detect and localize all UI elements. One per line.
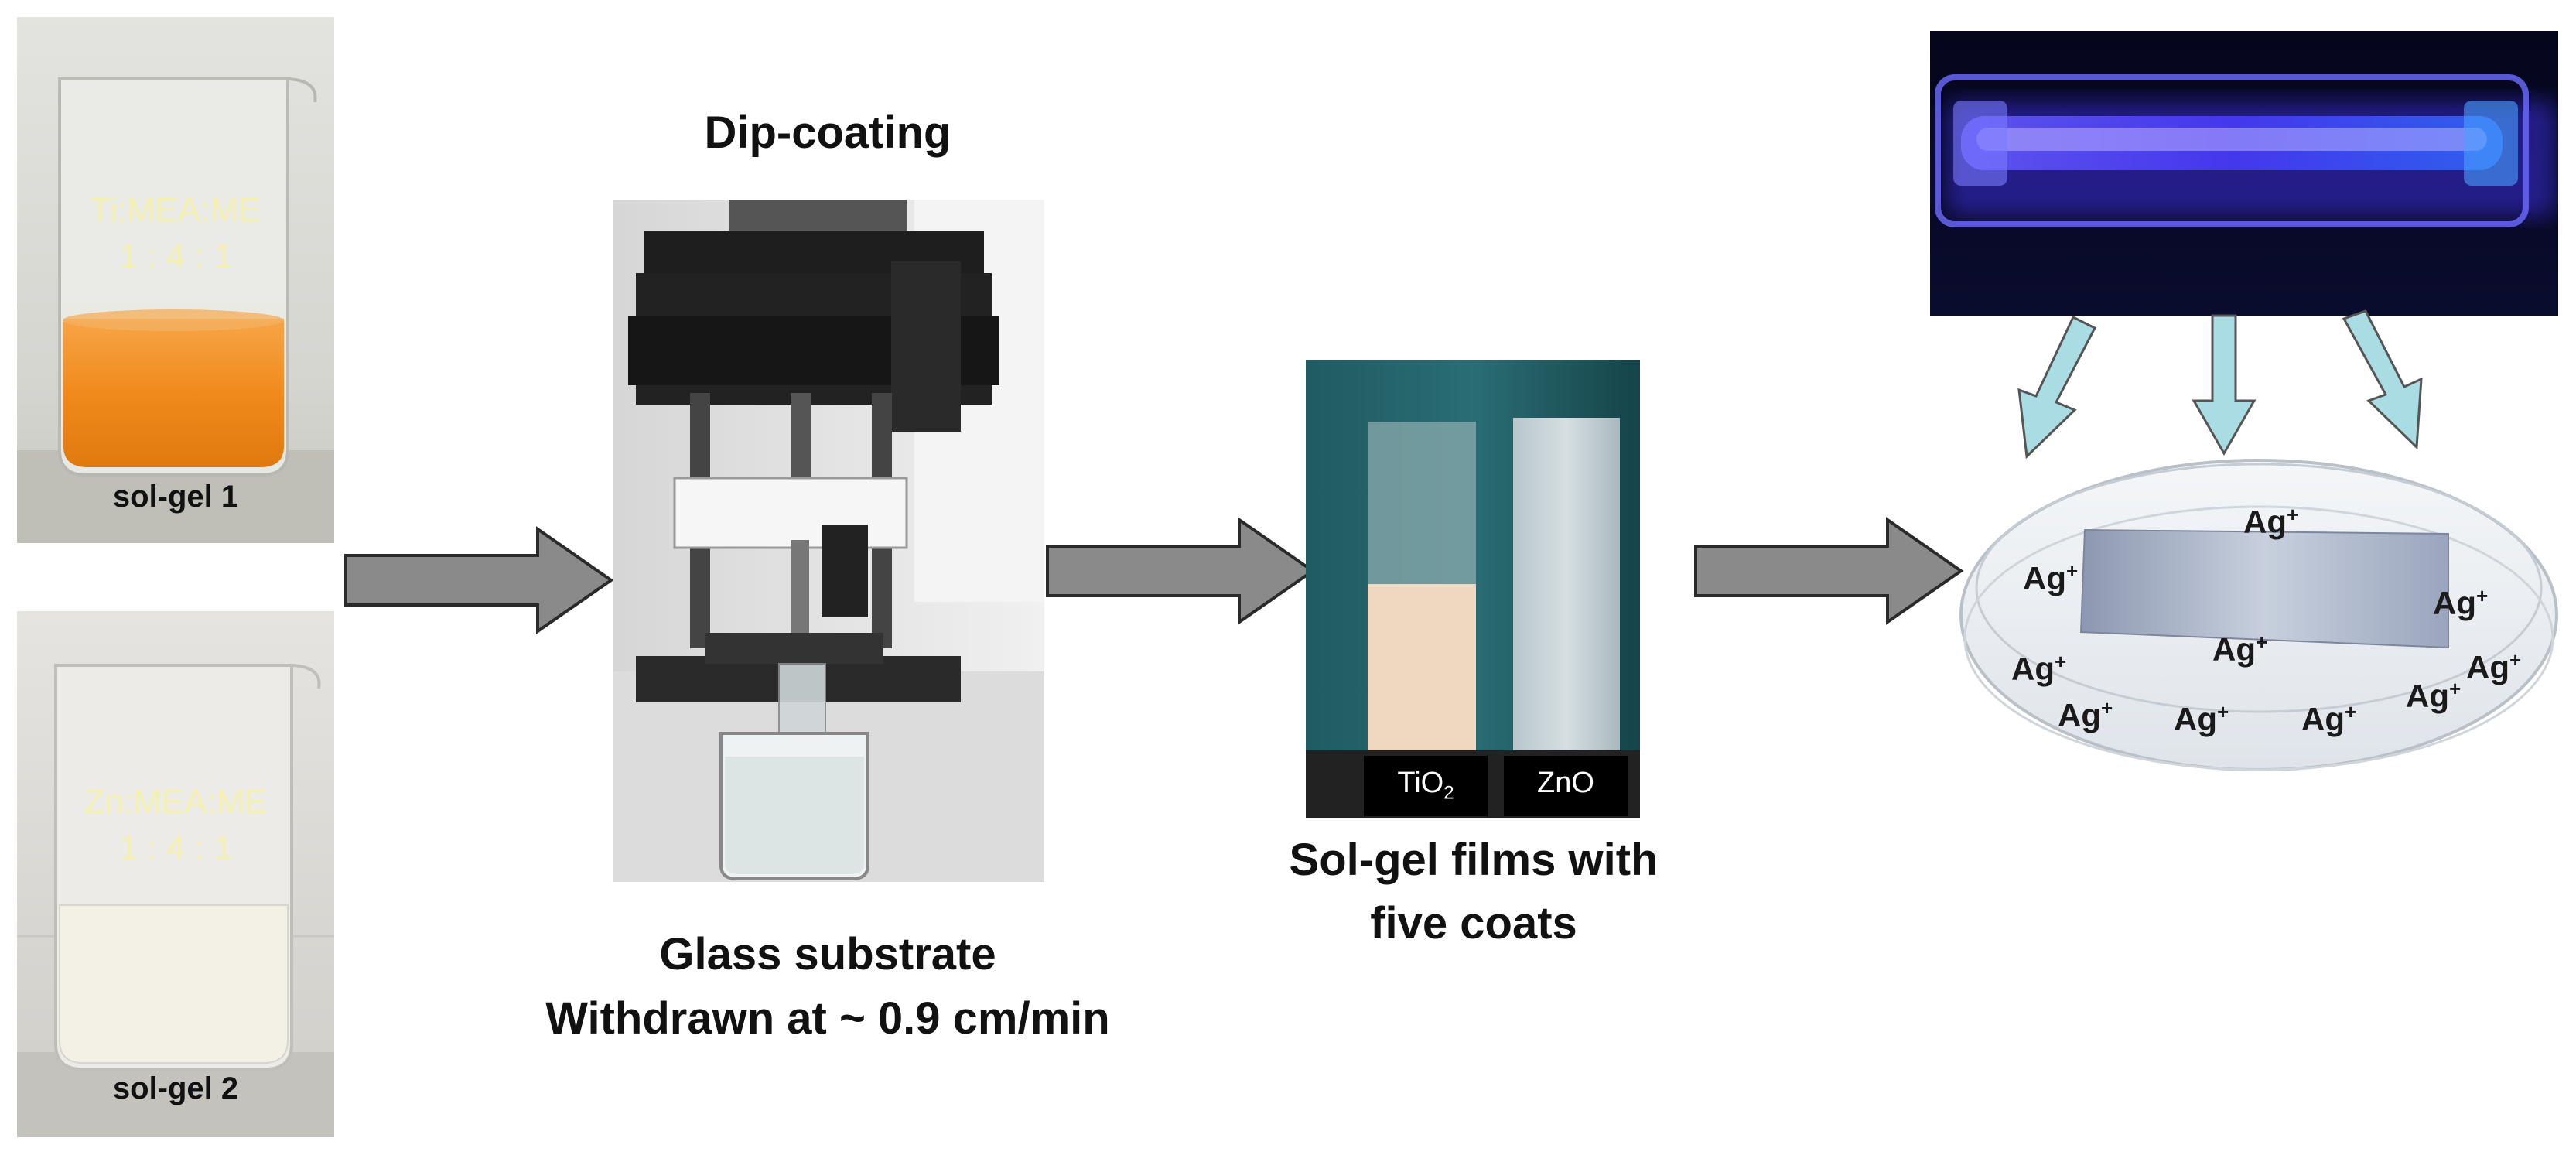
dip-caption-line1: Glass substrate: [659, 929, 996, 979]
flow-arrow-1: [344, 526, 614, 634]
flow-arrow-2: [1046, 517, 1316, 625]
solgel1-photo: Ti:MEA:ME 1 : 4 : 1 sol-gel 1: [17, 17, 334, 543]
ag-ion-3: Ag+: [2433, 584, 2489, 621]
uv-lamp-photo: [1930, 31, 2558, 316]
ag-ion-9: Ag+: [2301, 700, 2357, 737]
films-caption-line1: Sol-gel films with: [1289, 835, 1659, 885]
solgel-films-photo: TiO2 ZnO: [1306, 360, 1640, 818]
beaker-clear-illustration: [17, 611, 334, 1137]
ag-ion-8: Ag+: [2174, 700, 2229, 737]
ag-ion-4: Ag+: [2212, 630, 2268, 668]
zno-label: ZnO: [1537, 767, 1594, 799]
petri-dish-illustration: [1959, 459, 2558, 771]
films-caption-line2: five coats: [1370, 898, 1577, 948]
solgel1-ratio-formula: Ti:MEA:ME: [90, 191, 261, 229]
solgel2-ratio-formula: Zn:MEA:ME: [84, 783, 268, 821]
ag-ion-1: Ag+: [2243, 503, 2299, 540]
ag-ion-2: Ag+: [2023, 559, 2079, 596]
ag-ion-10: Ag+: [2406, 677, 2462, 714]
uv-lamp-illustration: [1930, 31, 2558, 316]
uv-arrow-center: [2192, 314, 2257, 456]
dip-caption-line2: Withdrawn at ~ 0.9 cm/min: [545, 993, 1110, 1044]
ag-ion-5: Ag+: [2011, 650, 2067, 687]
uv-arrow-left: [2017, 315, 2097, 460]
uv-arrow-right: [2342, 309, 2423, 450]
ag-ion-7: Ag+: [2058, 696, 2113, 733]
flow-arrow-3: [1694, 517, 1964, 625]
beaker-orange-illustration: [17, 17, 334, 543]
solgel1-label: sol-gel 1: [112, 480, 239, 514]
tio2-label: TiO2: [1397, 767, 1454, 804]
solgel1-ratio-values: 1 : 4 : 1: [118, 237, 233, 275]
ag-ion-6: Ag+: [2466, 648, 2522, 685]
solgel2-photo: Zn:MEA:ME 1 : 4 : 1 sol-gel 2: [17, 611, 334, 1137]
dip-coating-title: Dip-coating: [704, 108, 951, 158]
solgel2-ratio-values: 1 : 4 : 1: [118, 829, 233, 867]
dip-coater-illustration: [613, 200, 1044, 882]
films-illustration: [1306, 360, 1640, 818]
dip-coater-photo: [613, 200, 1044, 882]
solgel2-label: sol-gel 2: [112, 1071, 239, 1105]
uv-arrows: [2017, 309, 2423, 460]
